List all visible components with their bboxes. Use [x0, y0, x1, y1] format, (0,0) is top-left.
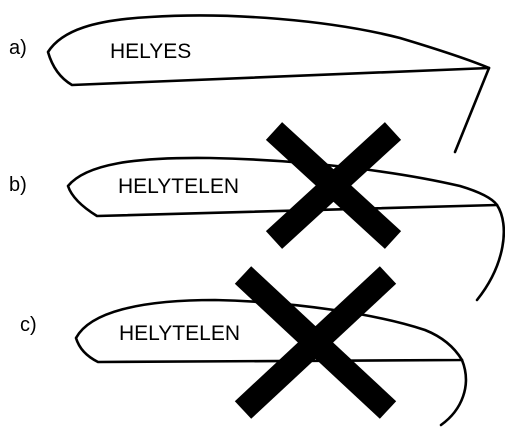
panel-b-label: HELYTELEN [118, 175, 239, 198]
panel-a-marker: a) [9, 37, 27, 59]
panel-a: a) HELYES [9, 16, 489, 152]
panel-b-tape-tail [477, 205, 504, 300]
panel-c-tape-tail [441, 360, 466, 425]
panel-a-label: HELYES [110, 40, 191, 63]
panel-b-marker: b) [9, 174, 27, 196]
panel-a-tape-tail [455, 68, 489, 152]
panel-c-marker: c) [20, 314, 37, 336]
panel-c-label: HELYTELEN [119, 322, 240, 345]
panel-c: c) HELYTELEN [20, 275, 466, 425]
